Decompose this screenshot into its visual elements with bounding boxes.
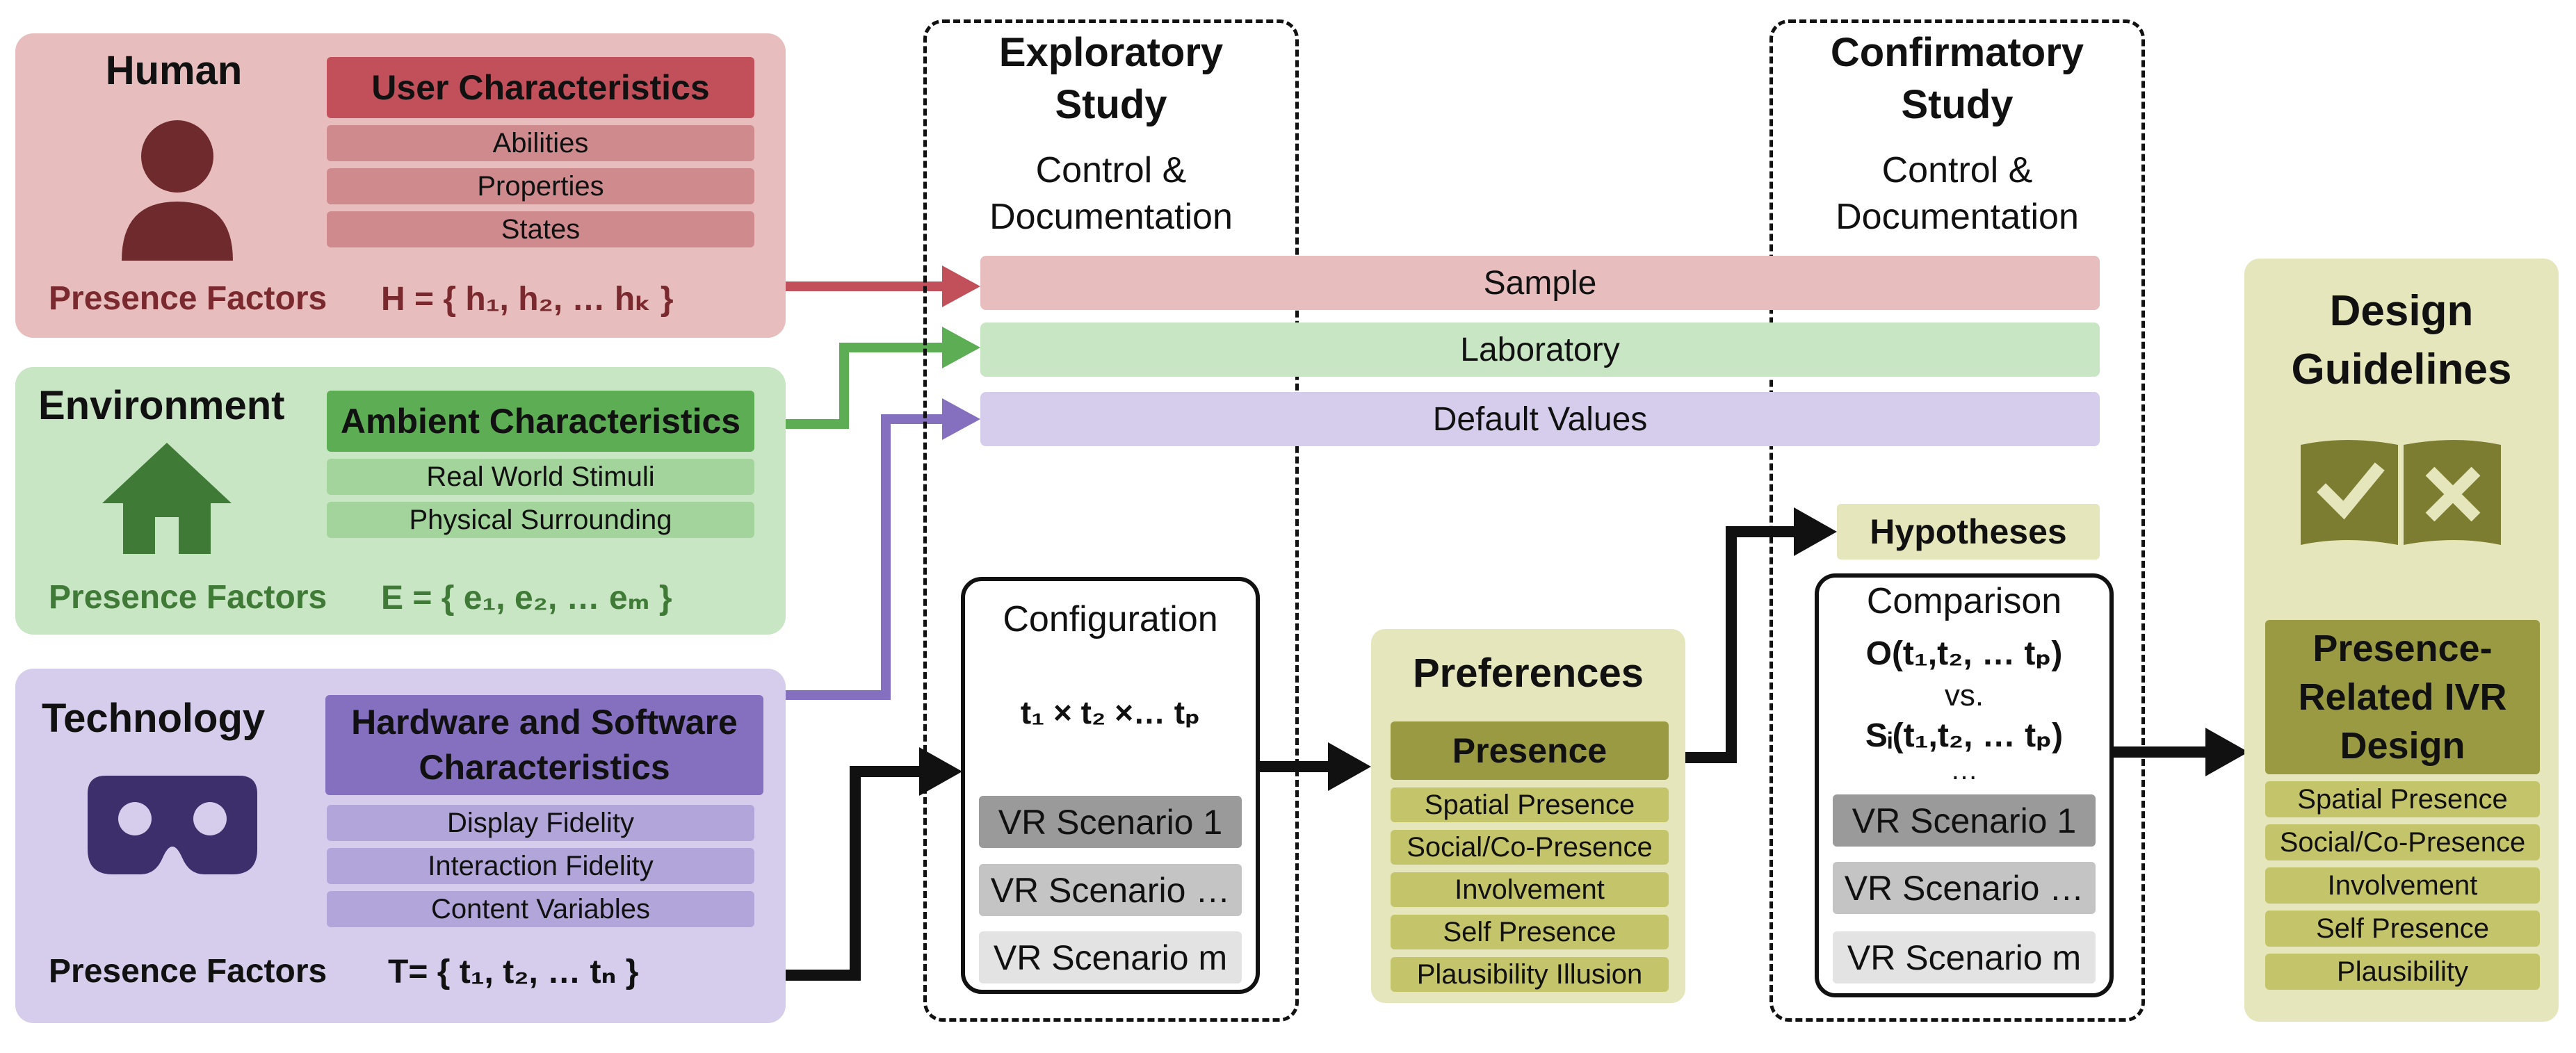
sample-bar: Sample [980,256,2100,310]
vr-headset-icon [85,773,260,877]
guideline-item-plausibility: Plausibility [2265,954,2540,990]
pref-item-social-co-presence: Social/Co-Presence [1391,830,1669,865]
tech-item-content-variables: Content Variables [327,891,754,927]
presence-header: Presence [1391,721,1669,780]
laboratory-bar: Laboratory [980,323,2100,377]
configuration-formula: t₁ × t₂ ×… tₚ [1020,694,1201,730]
exploratory-vr-scenario-1: VR Scenario 1 [979,796,1242,848]
guideline-item-social-co-presence: Social/Co-Presence [2265,824,2540,860]
comparison-title: Comparison [1866,581,2062,621]
exploratory-vr-scenario-ellipsis: VR Scenario … [979,864,1242,916]
preferences-arrow-head [1328,742,1371,791]
book-check-cross-icon [2298,435,2504,546]
exploratory-study-frame [923,19,1299,1022]
env-item-physical-surrounding: Physical Surrounding [327,502,754,538]
pref-item-involvement: Involvement [1391,872,1669,907]
human-presence-factors-label: Presence Factors [49,280,327,317]
presence-related-ivr-design-header: Presence-Related IVR Design [2265,620,2540,774]
env-arrow-head [942,327,980,368]
configuration-title: Configuration [1003,599,1218,639]
comparison-box [1815,573,2114,997]
tech-item-interaction-fidelity: Interaction Fidelity [327,848,754,884]
comparison-observed: O(t₁,t₂, … tₚ) [1865,635,2063,672]
guideline-item-involvement: Involvement [2265,867,2540,904]
guidelines-arrow-head [2205,728,2249,776]
human-item-properties: Properties [327,168,754,204]
tech-item-display-fidelity: Display Fidelity [327,805,754,841]
tech-to-defaults-arrow [784,414,951,700]
env-factors-formula: E = { e₁, e₂, … eₘ } [381,580,672,617]
env-to-lab-arrow [784,343,951,429]
guideline-item-spatial-presence: Spatial Presence [2265,781,2540,817]
configuration-box [961,577,1260,994]
confirmatory-vr-scenario-1: VR Scenario 1 [1833,794,2096,847]
env-item-real-world-stimuli: Real World Stimuli [327,459,754,495]
comparison-ellipsis: … [1950,755,1978,785]
person-icon [118,118,236,261]
preferences-title: Preferences [1412,651,1644,696]
confirmatory-vr-scenario-m: VR Scenario m [1833,931,2096,983]
exploratory-vr-scenario-m: VR Scenario m [979,931,1242,983]
config-arrow-head [919,747,962,796]
pref-item-plausibility-illusion: Plausibility Illusion [1391,957,1669,992]
exploratory-control-documentation: Control & Documentation [989,150,1233,237]
guideline-item-self-presence: Self Presence [2265,911,2540,947]
hypotheses-label: Hypotheses [1837,504,2100,560]
house-icon [101,439,233,554]
comparison-vs: vs. [1944,678,1984,712]
pref-item-spatial-presence: Spatial Presence [1391,787,1669,822]
user-characteristics-header: User Characteristics [327,57,754,118]
human-factors-formula: H = { h₁, h₂, … hₖ } [381,281,674,318]
human-item-states: States [327,211,754,247]
human-item-abilities: Abilities [327,125,754,161]
environment-title: Environment [38,383,285,428]
exploratory-study-title: Exploratory Study [998,29,1224,127]
tech-presence-factors-label: Presence Factors [49,953,327,990]
ambient-characteristics-header: Ambient Characteristics [327,391,754,452]
hw-sw-characteristics-header: Hardware and Software Characteristics [325,695,763,795]
confirmatory-study-frame [1769,19,2145,1022]
comparison-scenario: Sᵢ(t₁,t₂, … tₚ) [1865,717,2064,754]
confirmatory-vr-scenario-ellipsis: VR Scenario … [1833,862,2096,914]
default-values-bar: Default Values [980,392,2100,446]
presence-to-hypotheses-arrow [1685,526,1799,763]
tech-factors-formula: T= { t₁, t₂, … tₙ } [388,954,639,990]
design-guidelines-title: Design Guidelines [2291,287,2512,393]
confirmatory-control-documentation: Control & Documentation [1836,150,2079,237]
human-arrow-head [942,266,980,307]
pref-item-self-presence: Self Presence [1391,915,1669,949]
technology-title: Technology [42,696,266,741]
tech-arrow-head [942,398,980,440]
env-presence-factors-label: Presence Factors [49,579,327,616]
confirmatory-study-title: Confirmatory Study [1830,29,2084,127]
human-title: Human [105,48,243,93]
hypotheses-arrow-head [1794,507,1837,556]
